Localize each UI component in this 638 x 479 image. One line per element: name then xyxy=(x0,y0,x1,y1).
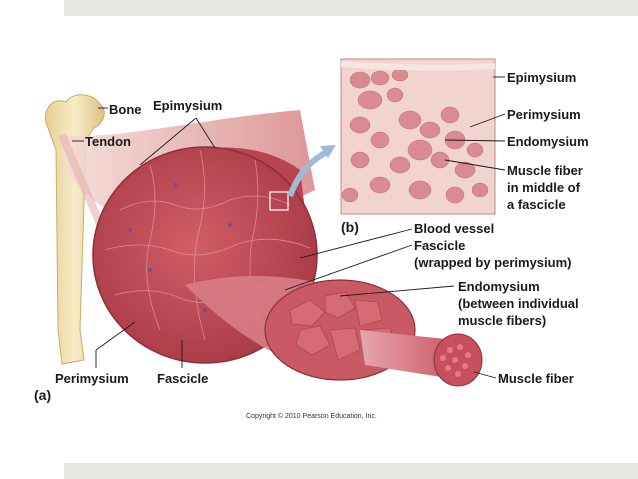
top-band xyxy=(64,0,638,16)
label-b-muscle-fiber-3: a fascicle xyxy=(507,197,566,212)
label-endomysium: Endomysium xyxy=(458,279,540,294)
labels-panel-b: Epimysium Perimysium Endomysium Muscle f… xyxy=(341,70,589,235)
panel-label-b: (b) xyxy=(341,219,359,235)
muscle-fiber-illustration xyxy=(360,330,483,387)
label-endomysium-note-1: (between individual xyxy=(458,296,579,311)
label-b-muscle-fiber-2: in middle of xyxy=(507,180,581,195)
label-tendon: Tendon xyxy=(85,134,131,149)
label-perimysium: Perimysium xyxy=(55,371,129,386)
label-b-perimysium: Perimysium xyxy=(507,107,581,122)
label-endomysium-note-2: muscle fibers) xyxy=(458,313,546,328)
label-b-epimysium: Epimysium xyxy=(507,70,576,85)
label-epimysium: Epimysium xyxy=(153,98,222,113)
label-bone: Bone xyxy=(109,102,142,117)
label-muscle-fiber: Muscle fiber xyxy=(498,371,574,386)
panel-label-a: (a) xyxy=(34,387,51,403)
label-b-muscle-fiber-1: Muscle fiber xyxy=(507,163,583,178)
label-fascicle-note: (wrapped by perimysium) xyxy=(414,255,571,270)
copyright-text: Copyright © 2010 Pearson Education, Inc. xyxy=(246,412,377,420)
labels-panel-a: Bone Epimysium Tendon Blood vessel Fasci… xyxy=(34,98,579,403)
bottom-band xyxy=(64,463,638,479)
leader-lines xyxy=(72,76,506,379)
label-fascicle: Fascicle xyxy=(414,238,465,253)
inset-pointer xyxy=(269,145,336,211)
label-b-endomysium: Endomysium xyxy=(507,134,589,149)
label-fascicle-bottom: Fascicle xyxy=(157,371,208,386)
micrograph-inset xyxy=(340,58,496,215)
label-blood-vessel: Blood vessel xyxy=(414,221,494,236)
